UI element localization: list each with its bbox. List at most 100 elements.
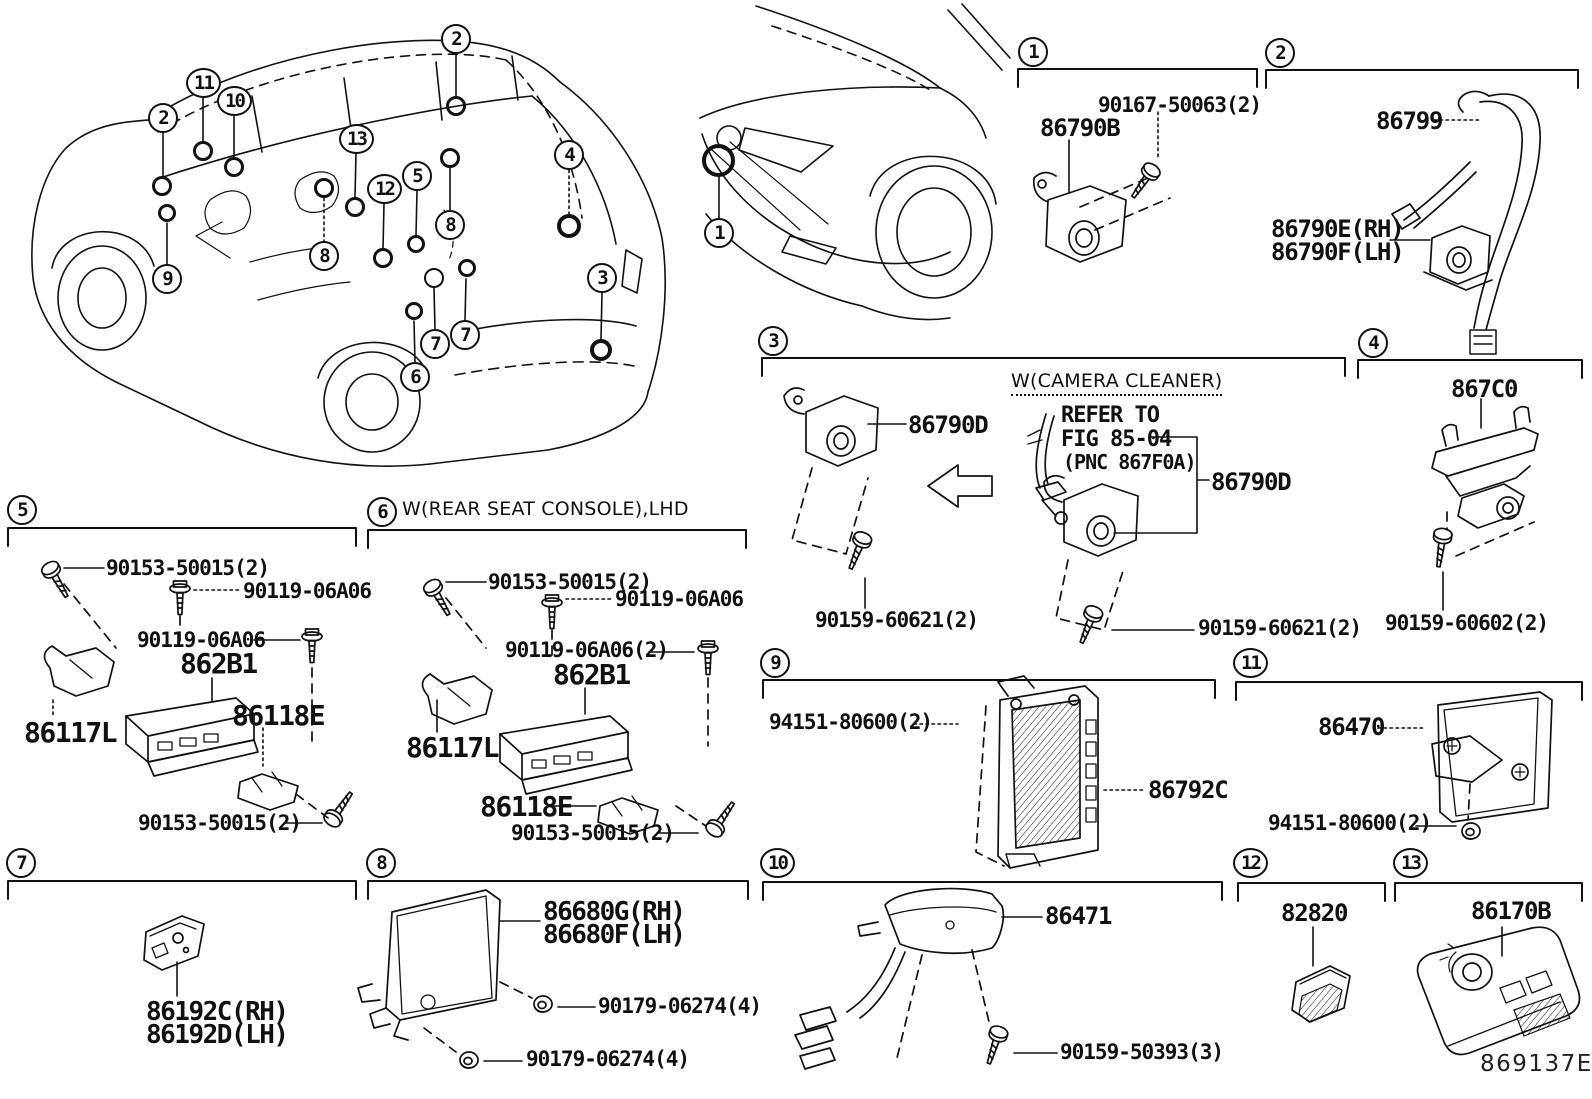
marker-7-b bbox=[424, 268, 444, 288]
marker-10 bbox=[224, 157, 244, 177]
callout-1: 1 bbox=[704, 218, 734, 248]
s13-remote-sketch bbox=[1416, 926, 1581, 1056]
label-leaders bbox=[52, 111, 1503, 1062]
marker-7-a bbox=[458, 259, 476, 277]
s5-unit-sketch bbox=[38, 557, 360, 831]
note-line: REFER TO bbox=[1061, 403, 1160, 428]
section-12-circle: 12 bbox=[1233, 848, 1268, 878]
part-label: 86790F(LH) bbox=[1271, 238, 1405, 266]
section-10-circle: 10 bbox=[760, 848, 795, 878]
callout-8-right: 8 bbox=[435, 210, 465, 240]
s6-unit-sketch bbox=[420, 575, 742, 841]
callout-12: 12 bbox=[367, 174, 402, 204]
section-2-circle: 2 bbox=[1265, 38, 1295, 68]
part-label: 90159-50393(3) bbox=[1060, 1040, 1224, 1064]
marker-5 bbox=[407, 235, 425, 253]
callout-13: 13 bbox=[339, 124, 374, 154]
part-label: 86790B bbox=[1040, 114, 1121, 142]
part-label: 90153-50015(2) bbox=[138, 811, 302, 835]
section-11-circle: 11 bbox=[1233, 648, 1268, 678]
note-line: (PNC 867F0A) bbox=[1063, 450, 1196, 474]
marker-4 bbox=[557, 214, 581, 238]
section-3-circle: 3 bbox=[758, 326, 788, 356]
part-label: 86790D bbox=[1211, 468, 1292, 496]
part-label: 90119-06A06 bbox=[243, 579, 372, 603]
section-4-circle: 4 bbox=[1358, 328, 1388, 358]
marker-8-right bbox=[440, 148, 460, 168]
part-label: 90153-50015(2) bbox=[511, 821, 675, 845]
marker-2-top bbox=[446, 96, 466, 116]
part-label: 90179-06274(4) bbox=[526, 1047, 690, 1071]
section-6-title: W(REAR SEAT CONSOLE),LHD bbox=[402, 498, 689, 520]
figure-code: 869137E bbox=[1480, 1051, 1592, 1077]
part-label: 86117L bbox=[406, 731, 500, 764]
section-5-circle: 5 bbox=[7, 495, 37, 525]
callout-3: 3 bbox=[587, 263, 617, 293]
callout-2-left: 2 bbox=[148, 103, 178, 133]
rear-vehicle-drawing bbox=[31, 39, 666, 467]
part-label: 86118E bbox=[480, 790, 574, 823]
part-label: 86790E(RH) bbox=[1271, 215, 1405, 243]
part-label: 90119-06A06 bbox=[615, 587, 744, 611]
s9-ecu-sketch bbox=[975, 675, 1099, 869]
section-6-circle: 6 bbox=[367, 497, 397, 527]
part-label: 90159-60602(2) bbox=[1385, 611, 1549, 635]
part-label: 90153-50015(2) bbox=[106, 556, 270, 580]
callout-7-a: 7 bbox=[450, 320, 480, 350]
section-brackets bbox=[7, 68, 1583, 902]
part-label: 86192C(RH) bbox=[146, 997, 289, 1027]
part-label: 86799 bbox=[1376, 107, 1443, 135]
part-label: 90119-06A06(2) bbox=[505, 638, 669, 662]
s1-camera-sketch bbox=[1032, 159, 1171, 263]
s3-right-camera-sketch bbox=[1027, 413, 1139, 647]
callout-leaders bbox=[162, 53, 720, 363]
callout-5: 5 bbox=[402, 161, 432, 191]
part-label: 867C0 bbox=[1451, 375, 1518, 403]
section-1-circle: 1 bbox=[1018, 37, 1048, 67]
part-label: 90119-06A06 bbox=[137, 628, 266, 652]
s11-module-sketch bbox=[1431, 691, 1553, 840]
note-title: W(CAMERA CLEANER) bbox=[1011, 372, 1223, 396]
part-label: 86470 bbox=[1318, 713, 1385, 741]
s3-left-camera-sketch bbox=[783, 387, 993, 573]
s8-display-sketch bbox=[357, 889, 553, 1069]
marker-12 bbox=[373, 248, 393, 268]
callout-4: 4 bbox=[554, 140, 584, 170]
part-label: 86118E bbox=[232, 699, 326, 732]
part-label: 86790D bbox=[908, 411, 989, 439]
marker-1-front bbox=[702, 144, 735, 177]
part-label: 90153-50015(2) bbox=[488, 570, 652, 594]
part-label: 90159-60621(2) bbox=[1198, 616, 1362, 640]
part-label: 94151-80600(2) bbox=[769, 710, 933, 734]
marker-2-left bbox=[152, 176, 172, 196]
part-label: 90167-50063(2) bbox=[1098, 93, 1262, 117]
marker-6 bbox=[405, 302, 423, 320]
callout-10: 10 bbox=[217, 86, 252, 116]
part-label: 86192D(LH) bbox=[146, 1020, 289, 1050]
callout-8-mid: 8 bbox=[309, 241, 339, 271]
part-label: 90159-60621(2) bbox=[815, 608, 979, 632]
part-label: 862B1 bbox=[180, 647, 258, 680]
part-label: 86471 bbox=[1045, 902, 1112, 930]
part-label: 86170B bbox=[1471, 897, 1552, 925]
part-label: 86117L bbox=[24, 716, 118, 749]
callout-9: 9 bbox=[152, 264, 182, 294]
callout-7-b: 7 bbox=[420, 329, 450, 359]
s2-cable-sketch bbox=[1391, 90, 1541, 355]
part-label: 82820 bbox=[1281, 899, 1348, 927]
marker-8-mid bbox=[314, 178, 334, 198]
callout-6: 6 bbox=[400, 362, 430, 392]
part-label: 86680F(LH) bbox=[543, 920, 686, 950]
callout-2-top: 2 bbox=[441, 24, 471, 54]
front-vehicle-drawing bbox=[699, 3, 1011, 321]
part-label: 86680G(RH) bbox=[543, 897, 686, 927]
s7-switch-sketch bbox=[143, 915, 205, 971]
marker-3 bbox=[590, 339, 612, 361]
s10-handle-sketch bbox=[794, 887, 1011, 1070]
part-label: 862B1 bbox=[553, 658, 631, 691]
section-8-circle: 8 bbox=[366, 848, 396, 878]
marker-9 bbox=[158, 204, 176, 222]
part-label: 86792C bbox=[1148, 776, 1229, 804]
note-line: FIG 85-04 bbox=[1061, 427, 1172, 452]
